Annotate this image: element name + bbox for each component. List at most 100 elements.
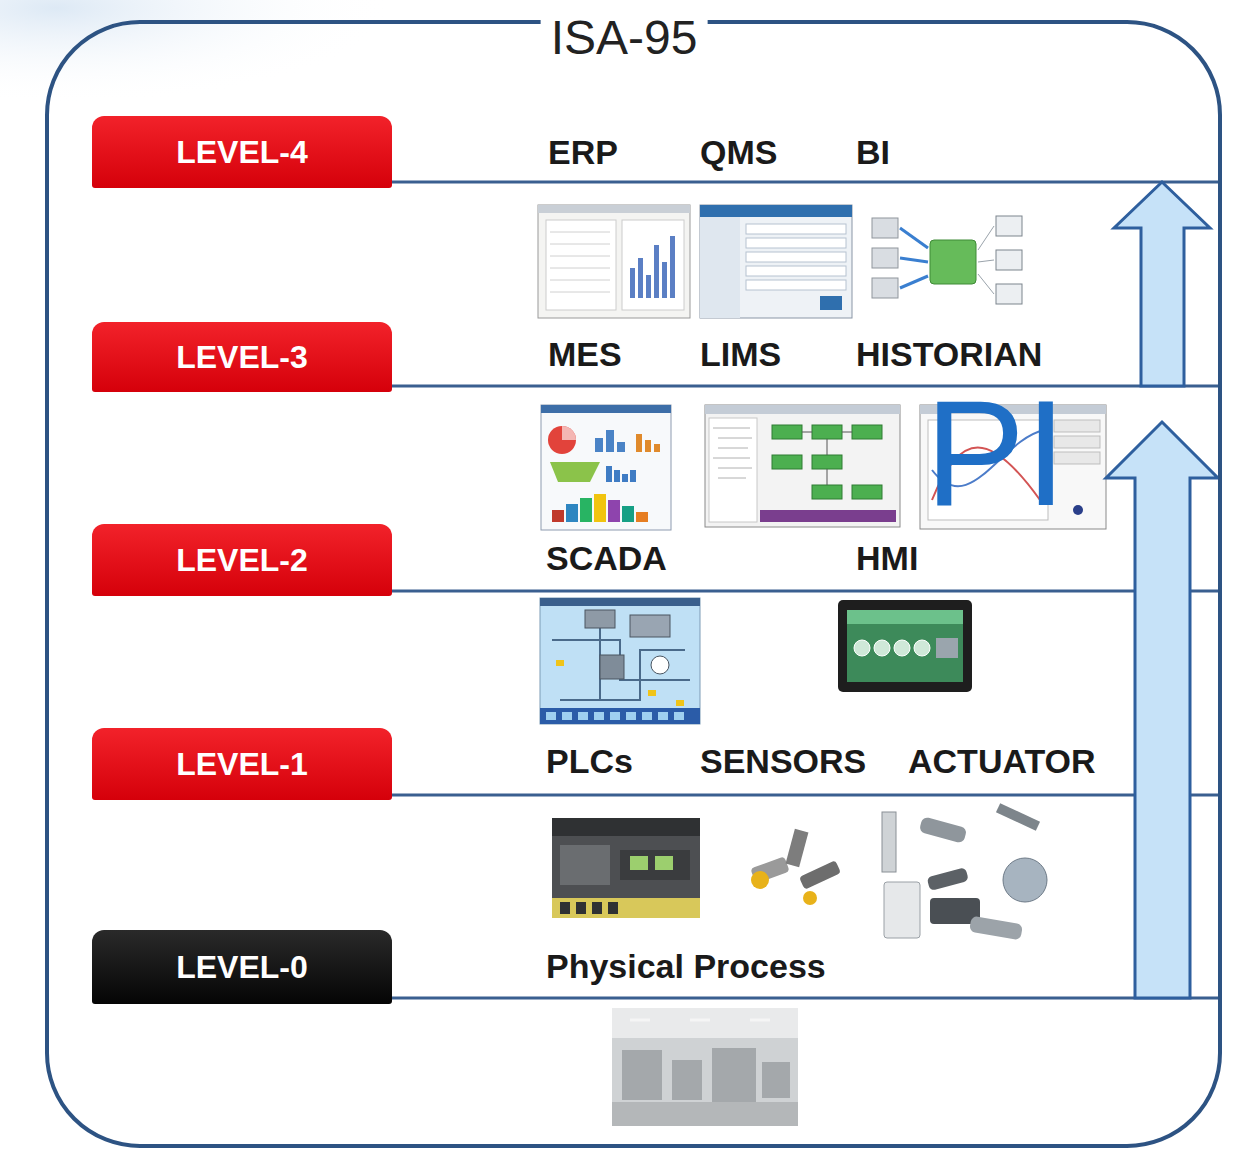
illustration-part <box>919 816 968 843</box>
illustration-part <box>772 425 802 439</box>
illustration-part <box>746 238 846 248</box>
illustration-part <box>654 245 659 298</box>
illustration-part <box>820 296 842 310</box>
illustration-part <box>612 1008 798 1126</box>
illustration-part <box>540 708 700 724</box>
illustration-part <box>882 803 1047 940</box>
illustration-part <box>802 432 812 433</box>
illustration-part <box>388 997 1220 1000</box>
illustration-part <box>630 856 648 870</box>
illustration-part <box>540 598 700 724</box>
illustration-part <box>799 860 841 890</box>
illustration-part <box>578 712 588 720</box>
illustration-part <box>996 216 1022 236</box>
illustration-part <box>622 1048 790 1102</box>
illustration-part <box>550 280 610 281</box>
illustration-part <box>648 690 656 696</box>
illustration-part <box>585 610 615 628</box>
overlay-label: PI <box>925 378 1067 528</box>
illustration-part <box>388 590 1220 593</box>
illustration-part <box>750 829 841 905</box>
illustration-part <box>562 712 572 720</box>
system-label: HMI <box>856 538 918 578</box>
illustration-part <box>617 442 625 452</box>
illustration-part <box>546 712 556 720</box>
illustration-part <box>552 818 700 918</box>
illustration-part <box>636 434 660 452</box>
illustration-part <box>636 434 642 452</box>
illustration-part <box>620 850 690 880</box>
illustration-part <box>700 205 852 318</box>
illustration-part <box>662 262 667 298</box>
illustration-part <box>540 598 700 606</box>
illustration-part <box>827 469 828 485</box>
illustration-part <box>576 902 586 914</box>
illustration-part <box>900 228 928 248</box>
illustration-part <box>700 217 740 318</box>
illustration-part <box>614 470 620 482</box>
illustration-part <box>674 712 684 720</box>
illustration-part <box>827 439 828 455</box>
illustration-part <box>592 902 602 914</box>
illustration-part <box>612 1102 798 1126</box>
level-label: LEVEL-1 <box>176 746 308 783</box>
illustration-part <box>388 794 1220 797</box>
illustration-part <box>772 425 882 499</box>
illustration-part <box>874 640 890 656</box>
illustration-part <box>713 428 752 478</box>
level-box: LEVEL-1 <box>92 728 392 800</box>
illustration-part <box>676 700 684 706</box>
illustration-part <box>762 1062 790 1098</box>
illustration-part <box>978 274 994 294</box>
illustration-part <box>690 1019 710 1022</box>
illustration-part <box>852 425 882 439</box>
illustration-part <box>705 405 900 527</box>
system-label: LIMS <box>700 334 781 374</box>
illustration-part <box>936 638 958 658</box>
illustration-part <box>541 405 671 413</box>
illustration-part <box>996 803 1040 831</box>
illustration-part <box>630 268 635 298</box>
level-label: LEVEL-2 <box>176 542 308 579</box>
illustration-part <box>556 660 564 666</box>
system-label: HISTORIAN <box>856 334 1042 374</box>
illustration-part <box>388 385 1220 388</box>
illustration-part <box>594 494 606 522</box>
illustration-part <box>705 405 900 527</box>
illustration-part <box>552 818 700 918</box>
illustration-part <box>868 210 1028 315</box>
illustration-part <box>630 615 670 637</box>
illustration-part <box>538 205 690 318</box>
illustration-part <box>550 268 610 269</box>
illustration-part <box>712 1048 756 1102</box>
illustration-part <box>636 512 648 522</box>
illustration-part <box>655 856 673 870</box>
illustration-part <box>842 432 852 433</box>
illustration-part <box>746 280 846 290</box>
illustration-part <box>658 712 668 720</box>
system-label: QMS <box>700 132 777 172</box>
illustration-part <box>914 640 930 656</box>
illustration-part <box>560 902 618 914</box>
illustration-part <box>630 236 675 298</box>
illustration-part <box>630 1019 650 1022</box>
system-label: SENSORS <box>700 741 866 781</box>
illustration-part <box>838 600 972 692</box>
illustration-part <box>638 258 643 298</box>
illustration-part <box>552 615 690 700</box>
illustration-part <box>718 438 752 439</box>
illustration-part <box>812 425 842 439</box>
illustration-part <box>996 216 1022 304</box>
illustration-part <box>562 426 576 440</box>
illustration-part <box>996 250 1022 270</box>
illustration-part <box>672 1060 702 1100</box>
illustration-part <box>847 610 963 624</box>
illustration-part <box>709 418 757 522</box>
illustration-part <box>608 500 620 522</box>
illustration-part <box>713 428 750 429</box>
illustration-part <box>538 205 690 213</box>
illustration-part <box>872 218 898 238</box>
illustration-part <box>560 845 610 885</box>
illustration-part <box>884 882 920 938</box>
